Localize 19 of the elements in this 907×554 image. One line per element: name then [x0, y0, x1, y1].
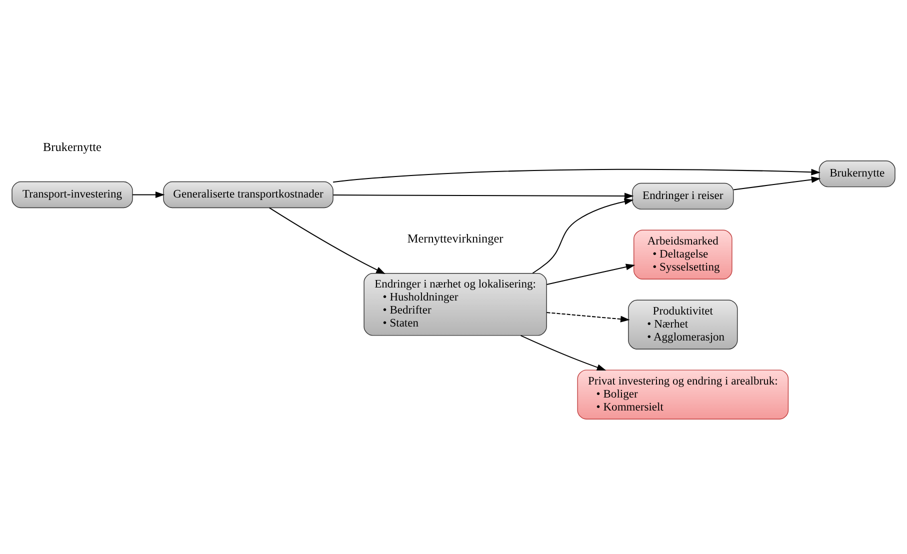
- node-box: Brukernytte: [818, 160, 896, 188]
- arrow: [269, 207, 386, 274]
- label: Mernyttevirkninger: [407, 231, 504, 246]
- arrow: [333, 168, 820, 183]
- node-box: Privat investering og endring i arealbruk: • Boliger • Kommersielt: [577, 370, 789, 420]
- node-box: Endringer i nærhet og lokalisering: • Husholdninger • Bedrifter • Staten: [364, 273, 547, 336]
- arrow: [132, 192, 165, 198]
- node-box: Transport-investering: [12, 181, 133, 208]
- arrow: [520, 335, 606, 371]
- arrow: [333, 192, 634, 200]
- node-box: Generaliserte transportkostnader: [163, 181, 334, 208]
- arrow: [546, 312, 630, 322]
- node-box: Arbeidsmarked • Deltagelse • Sysselsetting: [634, 230, 732, 280]
- node-box: Produktivitet • Nærhet • Agglomerasjon: [628, 300, 738, 350]
- label: Brukernytte: [42, 140, 102, 154]
- node-box: Endringer i reiser: [632, 182, 734, 210]
- arrow: [546, 264, 636, 285]
- arrow: [532, 198, 634, 274]
- arrow: [734, 176, 821, 190]
